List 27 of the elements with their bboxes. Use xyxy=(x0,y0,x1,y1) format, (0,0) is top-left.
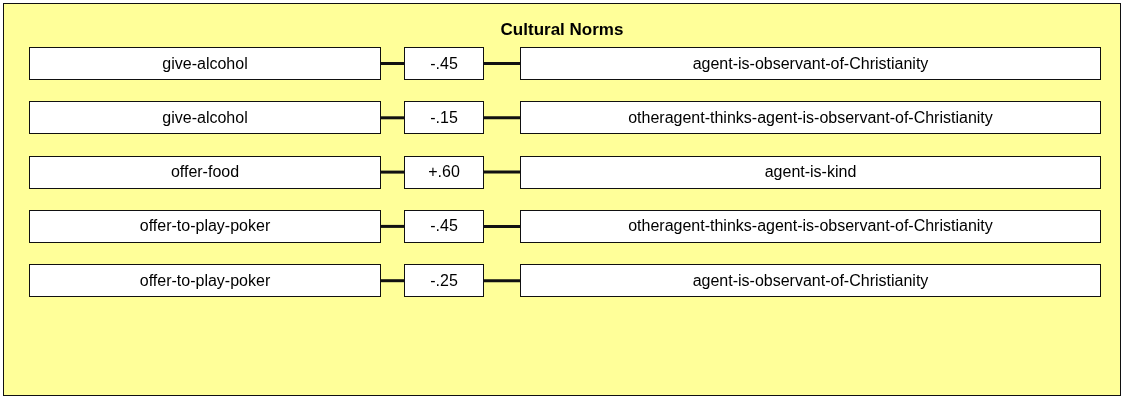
connector-line xyxy=(484,62,520,65)
action-box: offer-to-play-poker xyxy=(29,209,381,243)
connector-line xyxy=(381,116,404,120)
connector-line xyxy=(484,116,520,120)
connector-line xyxy=(381,62,404,65)
connector-line xyxy=(381,224,404,228)
weight-box: -.25 xyxy=(404,264,484,298)
weight-box: -.15 xyxy=(404,101,484,135)
norm-box: otheragent-thinks-agent-is-observant-of-Christianity xyxy=(520,101,1101,135)
weight-box: -.45 xyxy=(404,47,484,80)
norm-box: agent-is-observant-of-Christianity xyxy=(520,264,1101,298)
norm-box: agent-is-kind xyxy=(520,155,1101,189)
norm-box: otheragent-thinks-agent-is-observant-of-Christianity xyxy=(520,209,1101,243)
action-box: give-alcohol xyxy=(29,47,381,80)
norm-box: agent-is-observant-of-Christianity xyxy=(520,47,1101,80)
panel-title: Cultural Norms xyxy=(499,20,625,40)
action-box: offer-food xyxy=(29,155,381,189)
action-box: give-alcohol xyxy=(29,101,381,135)
connector-line xyxy=(484,279,520,283)
connector-line xyxy=(381,170,404,174)
group-panel xyxy=(3,3,1121,396)
weight-box: -.45 xyxy=(404,209,484,243)
action-box: offer-to-play-poker xyxy=(29,264,381,298)
connector-line xyxy=(484,224,520,228)
weight-box: +.60 xyxy=(404,155,484,189)
connector-line xyxy=(381,279,404,283)
connector-line xyxy=(484,170,520,174)
